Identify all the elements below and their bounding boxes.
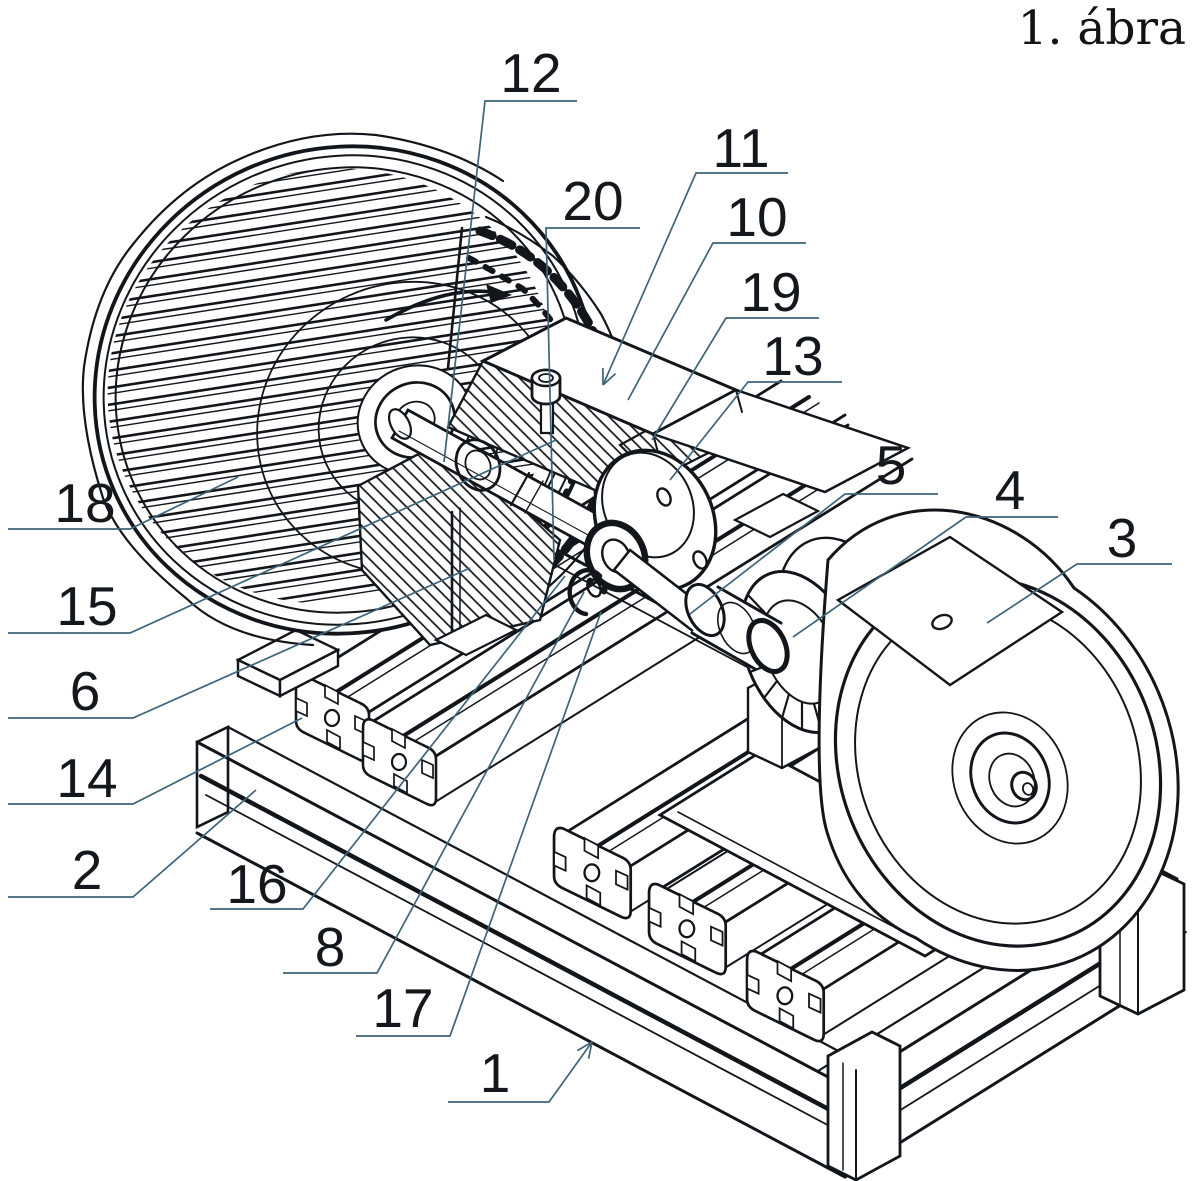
part-label-15: 15 (56, 575, 117, 637)
figure-caption: 1. ábra (1018, 1, 1186, 56)
shaft-bearing (454, 438, 544, 514)
motor-top-hole (931, 613, 953, 631)
leader-line-3 (986, 563, 1172, 624)
coupling-end (746, 617, 790, 675)
leader-arrowhead (576, 1041, 593, 1052)
part-label-14: 14 (56, 747, 117, 809)
part-label-12: 12 (500, 42, 561, 104)
leader-line-6 (8, 567, 471, 719)
leader-line-11 (602, 172, 788, 386)
part-label-20: 20 (562, 170, 623, 232)
rotation-direction-arrow (384, 284, 512, 322)
motor-shaft-stub (1010, 770, 1038, 802)
part-label-2: 2 (72, 839, 103, 901)
housing-step-face (649, 388, 912, 494)
leader-line-13 (669, 381, 842, 481)
part-label-11: 11 (712, 117, 769, 179)
leader-arrowhead (587, 1041, 593, 1059)
leader-line-8 (283, 591, 585, 974)
part-label-18: 18 (54, 472, 115, 534)
part-label-4: 4 (995, 459, 1026, 521)
far-rail-end (732, 492, 821, 539)
callout-leaders (8, 100, 1172, 1103)
part-label-16: 16 (226, 853, 287, 915)
part-label-10: 10 (726, 186, 787, 248)
leader-line-5 (689, 493, 938, 615)
clamp-plate (235, 628, 341, 698)
leader-line-4 (792, 516, 1058, 638)
drum-rolled-edge (81, 132, 505, 647)
motor (817, 508, 1180, 972)
part-label-8: 8 (315, 916, 346, 978)
leader-line-15 (8, 439, 557, 634)
part-label-13: 13 (762, 325, 823, 387)
leader-line-10 (627, 242, 806, 401)
part-label-6: 6 (70, 660, 101, 722)
part-label-5: 5 (876, 434, 907, 496)
leader-line-2 (8, 789, 257, 898)
shaft-coupling (612, 548, 790, 675)
part-label-1: 1 (480, 1042, 511, 1104)
corner-block (826, 1030, 902, 1181)
leader-line-18 (8, 476, 239, 530)
leader-line-14 (8, 717, 303, 805)
drive-train (612, 508, 1180, 972)
leader-line-16 (210, 575, 566, 910)
leader-line-20 (545, 227, 640, 561)
circlip (567, 567, 603, 617)
leader-arrowhead (602, 372, 617, 386)
part-label-19: 19 (740, 261, 801, 323)
leader-line-1 (448, 1041, 593, 1103)
leader-line-12 (443, 100, 577, 463)
part-label-3: 3 (1107, 507, 1138, 569)
support-bracket (433, 507, 519, 657)
leader-line-19 (651, 317, 819, 441)
motor-top-face (835, 535, 1065, 687)
part-label-17: 17 (372, 977, 433, 1039)
leader-line-17 (356, 611, 602, 1037)
